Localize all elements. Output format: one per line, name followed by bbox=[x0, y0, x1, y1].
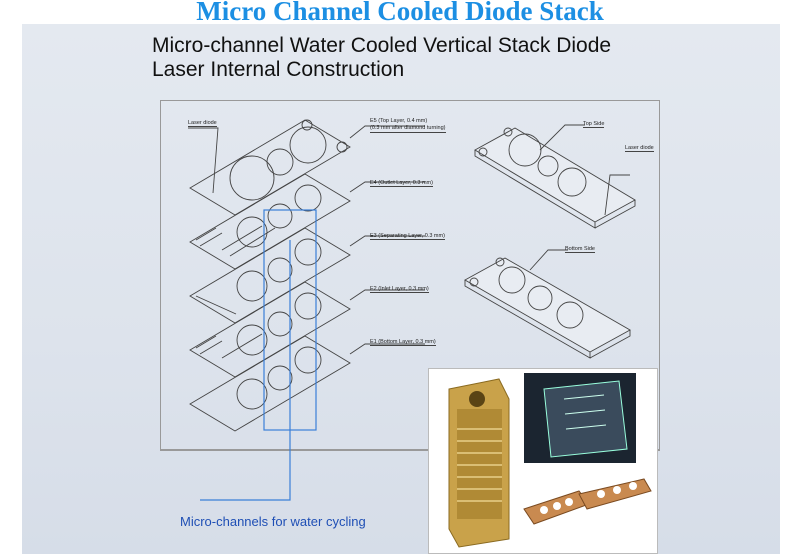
label-e1: E1 (Bottom Layer, 0.3 mm) bbox=[370, 339, 436, 346]
label-e5-line2: (0.3 mm after diamond turning) bbox=[370, 125, 446, 131]
layer-e2 bbox=[189, 281, 351, 378]
banner-title: Micro Channel Cooled Diode Stack bbox=[196, 0, 604, 26]
micro-channel-indicator bbox=[200, 209, 317, 501]
heading-line-2: Laser Internal Construction bbox=[152, 58, 405, 81]
label-bottom-side: Bottom Side bbox=[565, 246, 595, 253]
slide-heading: Micro-channel Water Cooled Vertical Stac… bbox=[152, 34, 611, 82]
label-e5-line1: E5 (Top Layer, 0.4 mm) bbox=[370, 118, 428, 124]
label-e2: E2 (Inlet Layer, 0.3 mm) bbox=[370, 286, 429, 293]
product-photo bbox=[428, 368, 658, 554]
construction-diagram bbox=[160, 100, 660, 501]
assembled-top-side bbox=[474, 124, 636, 229]
label-laser-diode: Laser diode bbox=[188, 120, 217, 127]
label-e3: E3 (Separating Layer, 0.3 mm) bbox=[370, 233, 445, 240]
label-laser-diode-right: Laser diode bbox=[625, 145, 654, 152]
caption-micro-channels: Micro-channels for water cycling bbox=[180, 514, 366, 529]
label-e5: E5 (Top Layer, 0.4 mm) (0.3 mm after dia… bbox=[370, 118, 446, 133]
assembled-bottom-side bbox=[464, 249, 631, 359]
layer-e5 bbox=[189, 119, 351, 216]
label-e4: E4 (Outlet Layer, 0.3 mm) bbox=[370, 180, 433, 187]
layer-e4 bbox=[189, 173, 351, 270]
layer-e3 bbox=[189, 227, 351, 324]
layer-e1 bbox=[189, 335, 351, 432]
heading-line-1: Micro-channel Water Cooled Vertical Stac… bbox=[152, 34, 612, 57]
label-top-side: Top Side bbox=[583, 121, 605, 128]
